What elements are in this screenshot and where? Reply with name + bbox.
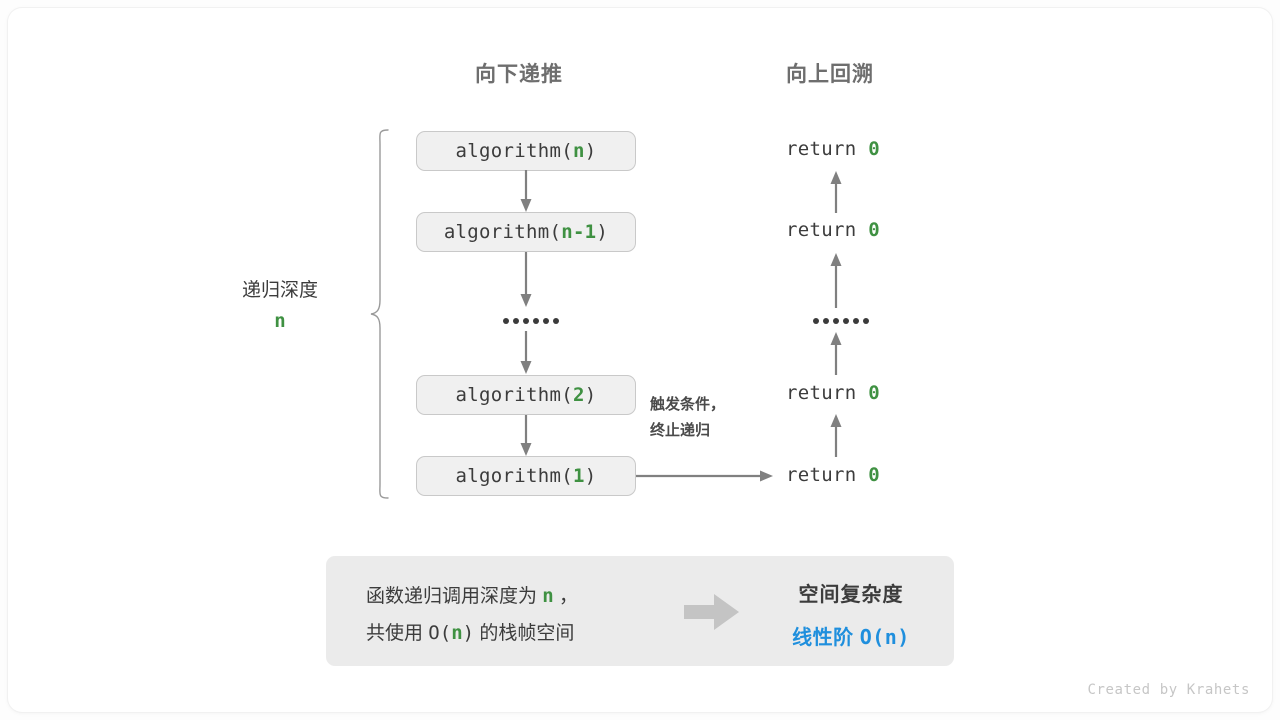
summary-line2-close: ) (462, 622, 475, 645)
return-statement-base: return 0 (786, 464, 880, 486)
call-box-arg: 2 (572, 384, 585, 406)
return-statement-third: return 0 (786, 382, 880, 404)
summary-line1-var: n (542, 585, 554, 607)
summary-description: 函数递归调用深度为 n ， 共使用 O(n) 的栈帧空间 (366, 578, 578, 652)
call-box-fn: algorithm( (455, 140, 573, 162)
call-box-fn: algorithm( (455, 465, 573, 487)
summary-line1-pre: 函数递归调用深度为 (366, 586, 538, 607)
down-arrow-icon (520, 331, 532, 374)
return-value: 0 (868, 464, 880, 486)
call-box-algorithm-n-1[interactable]: algorithm(n-1) (416, 212, 636, 252)
call-box-algorithm-1[interactable]: algorithm(1) (416, 456, 636, 496)
terminate-note-line1: 触发条件， (650, 396, 726, 413)
recursion-depth-value: n (274, 310, 286, 332)
call-box-close: ) (584, 140, 597, 162)
call-box-algorithm-n[interactable]: algorithm(n) (416, 131, 636, 171)
terminate-condition-note: 触发条件， 终止递归 (650, 392, 725, 445)
summary-line2-var: n (451, 622, 463, 645)
column-header-backtrack-up: 向上回溯 (786, 63, 874, 86)
up-arrow-icon (830, 414, 842, 457)
call-box-close: ) (584, 465, 597, 487)
summary-line2-o: O( (428, 622, 452, 645)
down-arrow-icon (520, 252, 532, 307)
summary-line2-post: 的栈帧空间 (479, 623, 575, 645)
ellipsis-dots-right (813, 318, 869, 324)
call-box-arg: n-1 (561, 221, 597, 243)
up-arrow-icon (830, 332, 842, 375)
call-box-arg: 1 (572, 465, 585, 487)
call-box-close: ) (596, 221, 609, 243)
down-arrow-icon (520, 415, 532, 456)
up-arrow-icon (830, 253, 842, 308)
recursion-depth-text: 递归深度 (241, 280, 318, 301)
column-header-recurse-down: 向下递推 (475, 63, 563, 86)
call-box-fn: algorithm( (455, 384, 573, 406)
summary-complexity-value: 线性阶 O(n) (756, 621, 946, 650)
summary-card: 函数递归调用深度为 n ， 共使用 O(n) 的栈帧空间 空间复杂度 线性阶 O… (326, 556, 954, 666)
return-value: 0 (868, 219, 880, 241)
return-keyword: return (786, 138, 857, 160)
terminate-right-arrow-icon (636, 470, 773, 482)
return-value: 0 (868, 382, 880, 404)
complexity-label: 线性阶 (792, 627, 854, 649)
return-keyword: return (786, 219, 857, 241)
down-arrow-icon (520, 170, 532, 212)
credit-text: Created by Krahets (1087, 682, 1250, 698)
terminate-note-line2: 终止递归 (650, 422, 711, 440)
up-arrow-icon (830, 171, 842, 213)
return-statement-second: return 0 (786, 219, 880, 241)
complexity-notation: O(n) (859, 625, 910, 649)
ellipsis-dots-left (503, 318, 559, 324)
call-box-arg: n (572, 140, 585, 162)
return-keyword: return (786, 464, 857, 486)
summary-title: 空间复杂度 (798, 584, 904, 606)
recursion-depth-brace (370, 129, 389, 499)
call-box-close: ) (584, 384, 597, 406)
return-statement-top: return 0 (786, 138, 880, 160)
block-right-arrow-icon (684, 594, 739, 630)
summary-conclusion: 空间复杂度 线性阶 O(n) (756, 578, 946, 650)
recursion-depth-label: 递归深度 n (200, 281, 360, 331)
return-value: 0 (868, 138, 880, 160)
return-keyword: return (786, 382, 857, 404)
summary-line2-pre: 共使用 (366, 623, 424, 645)
call-box-fn: algorithm( (443, 221, 562, 243)
call-box-algorithm-2[interactable]: algorithm(2) (416, 375, 636, 415)
summary-line1-post: ， (559, 586, 579, 607)
